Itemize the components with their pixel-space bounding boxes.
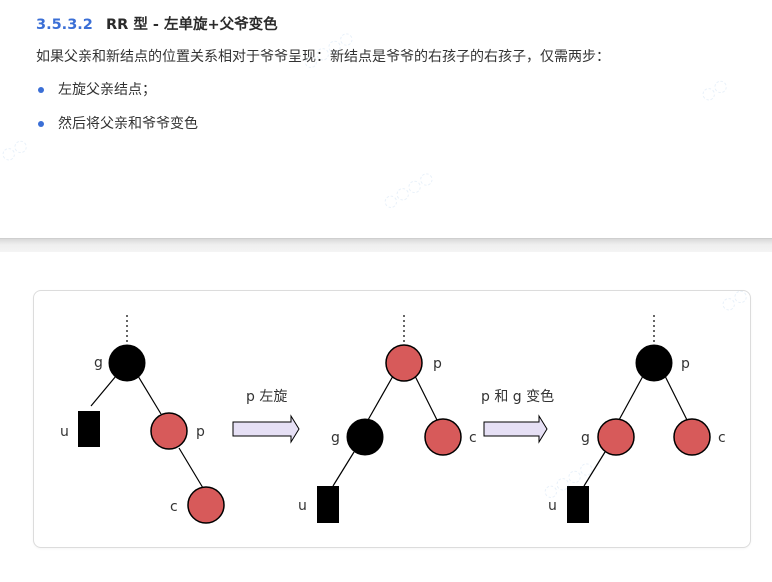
list-item: 然后将父亲和爷爷变色 bbox=[38, 114, 198, 148]
edge-g-u bbox=[90, 375, 117, 407]
label-p: p bbox=[433, 356, 442, 372]
node-g bbox=[346, 418, 384, 456]
step-text: 左旋父亲结点； bbox=[58, 82, 156, 98]
diagram-svg: .lbl{font-family:"DejaVu Sans","Liberati… bbox=[60, 315, 726, 524]
node-c bbox=[673, 418, 711, 456]
label-g: g bbox=[94, 355, 103, 371]
edge-g-u bbox=[583, 451, 606, 487]
node-u bbox=[567, 486, 589, 523]
arrow-right-icon bbox=[483, 414, 548, 444]
label-g: g bbox=[581, 430, 590, 446]
bullet-icon bbox=[38, 87, 44, 93]
label-p: p bbox=[681, 356, 690, 372]
node-c bbox=[187, 486, 225, 524]
section-title: RR 型 - 左单旋+父爷变色 bbox=[105, 17, 278, 33]
label-c: c bbox=[469, 430, 477, 446]
label-p: p bbox=[196, 424, 205, 440]
label-c: c bbox=[170, 499, 178, 515]
section-number: 3.5.3.2 bbox=[36, 17, 93, 33]
node-p bbox=[385, 344, 423, 382]
label-g: g bbox=[331, 430, 340, 446]
rotation-diagram: .lbl{font-family:"DejaVu Sans","Liberati… bbox=[33, 290, 751, 548]
bullet-icon bbox=[38, 121, 44, 127]
edge-p-c bbox=[664, 375, 688, 421]
edge-p-g bbox=[367, 375, 394, 421]
edge-g-p bbox=[137, 375, 162, 415]
node-g bbox=[597, 418, 635, 456]
node-u bbox=[317, 486, 339, 523]
node-g bbox=[108, 344, 146, 382]
description-paragraph: 如果父亲和新结点的位置关系相对于爷爷呈现：新结点是爷爷的右孩子的右孩子，仅需两步… bbox=[36, 49, 610, 65]
label-u: u bbox=[60, 424, 69, 440]
node-c bbox=[424, 418, 462, 456]
node-u bbox=[78, 411, 100, 447]
node-p bbox=[150, 412, 188, 450]
step1-label: p 左旋 bbox=[246, 389, 287, 405]
steps-list: 左旋父亲结点； 然后将父亲和爷爷变色 bbox=[38, 80, 198, 148]
list-item: 左旋父亲结点； bbox=[38, 80, 198, 114]
edge-p-c bbox=[414, 375, 438, 421]
label-u: u bbox=[548, 498, 557, 514]
arrow-right-icon bbox=[232, 414, 300, 444]
label-u: u bbox=[298, 498, 307, 514]
content-top: 3.5.3.2 RR 型 - 左单旋+父爷变色 如果父亲和新结点的位置关系相对于… bbox=[0, 0, 772, 238]
edge-p-c bbox=[178, 447, 204, 489]
node-p bbox=[635, 344, 673, 382]
step-text: 然后将父亲和爷爷变色 bbox=[58, 116, 198, 132]
edge-g-u bbox=[332, 451, 355, 487]
label-c: c bbox=[718, 430, 726, 446]
section-heading: 3.5.3.2 RR 型 - 左单旋+父爷变色 bbox=[36, 13, 278, 34]
edge-p-g bbox=[618, 375, 644, 421]
page-divider bbox=[0, 238, 772, 253]
step2-label: p 和 g 变色 bbox=[481, 388, 554, 405]
